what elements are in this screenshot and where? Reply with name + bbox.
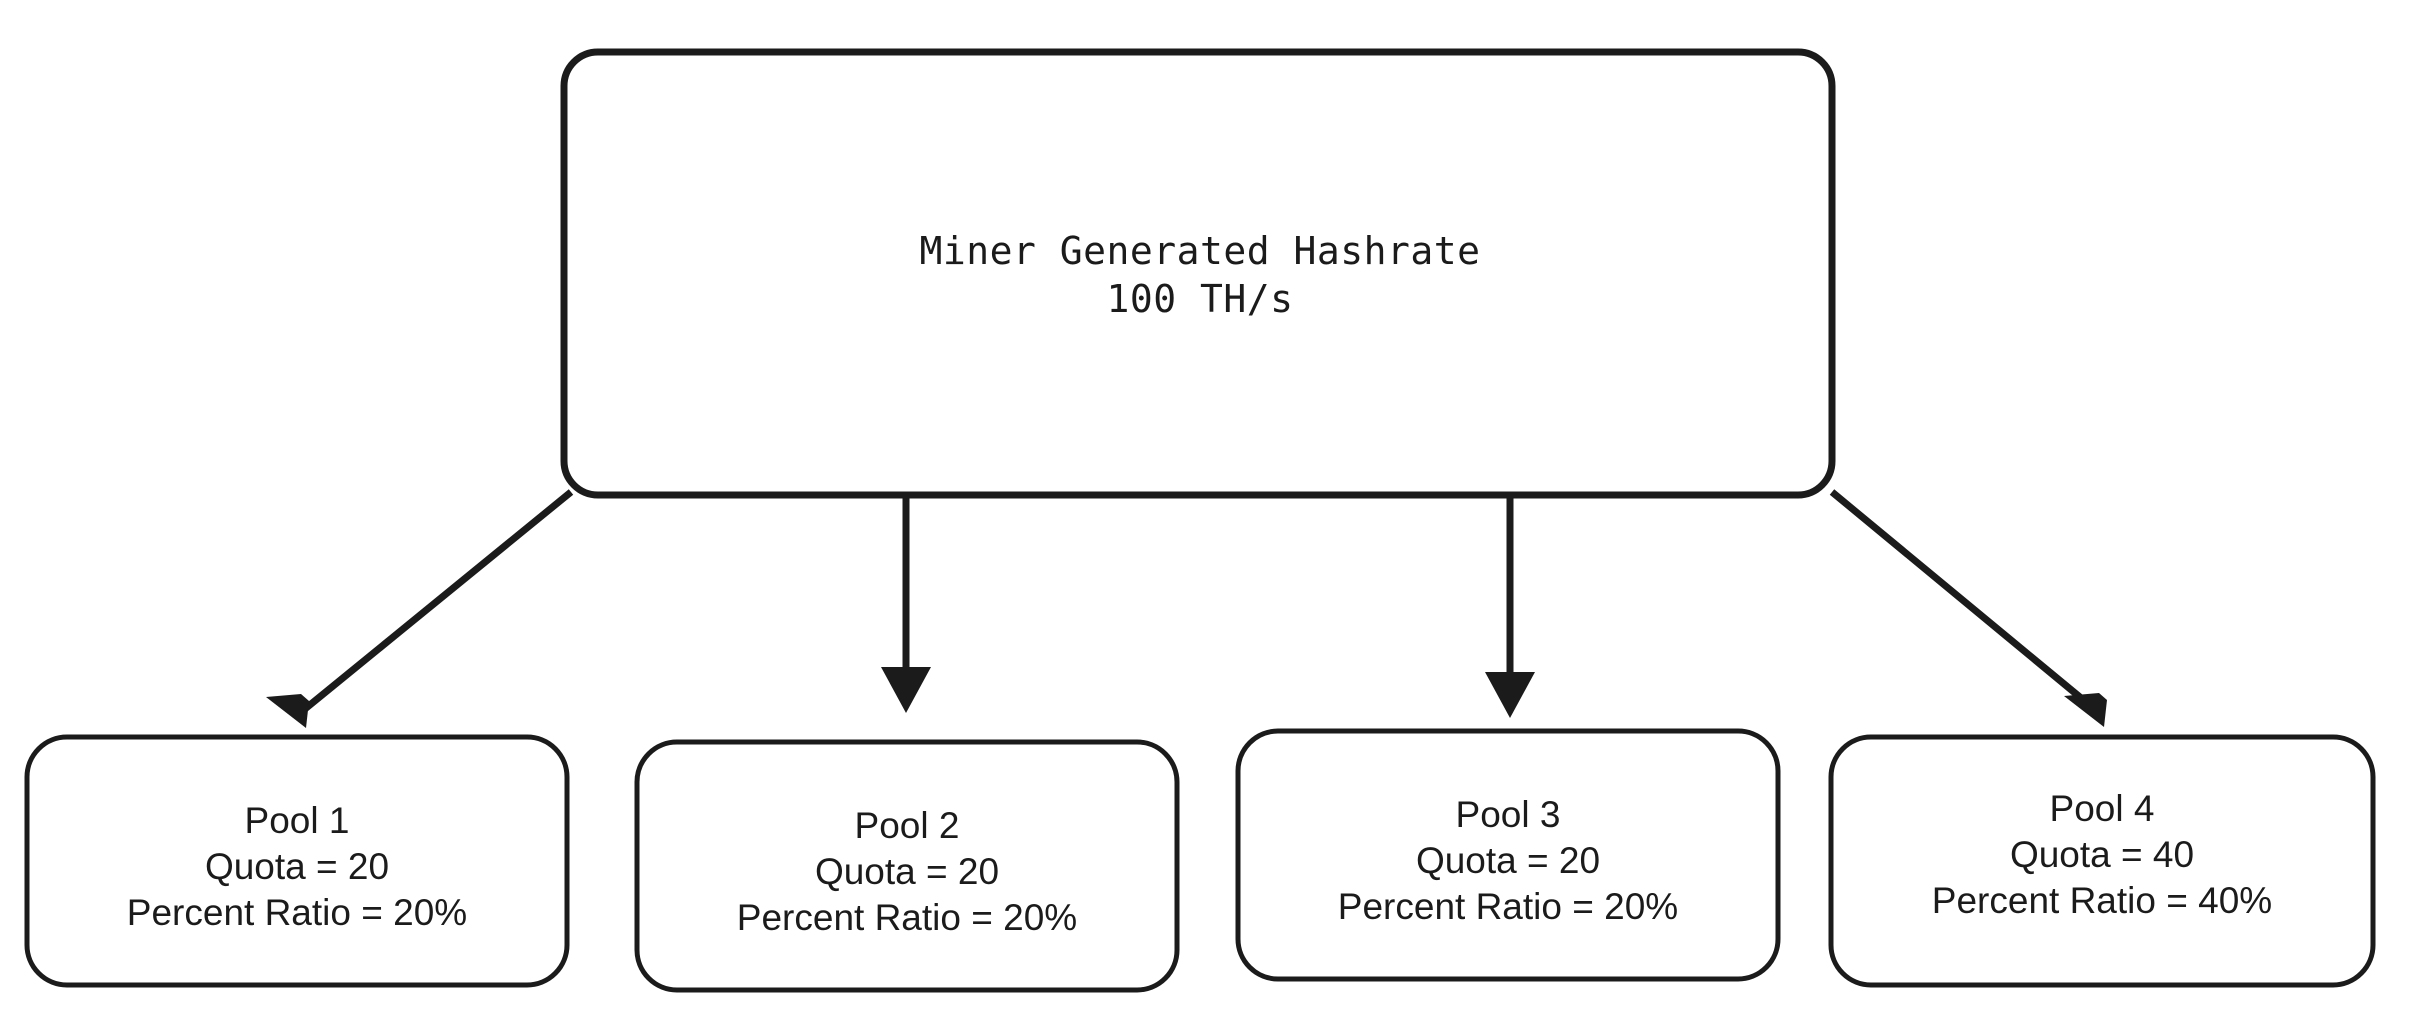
- arrow-head-pool-2: [881, 667, 931, 713]
- pool-1-box[interactable]: [24, 734, 570, 988]
- pool-node-4[interactable]: Pool 4 Quota = 40 Percent Ratio = 40%: [1828, 734, 2376, 988]
- pool-1-ratio: Percent Ratio = 20%: [127, 892, 467, 933]
- pool-4-name: Pool 4: [2050, 788, 2155, 829]
- pool-3-ratio: Percent Ratio = 20%: [1338, 886, 1678, 927]
- pool-2-quota: Quota = 20: [815, 851, 999, 892]
- root-node[interactable]: Miner Generated Hashrate 100 TH/s: [560, 48, 1836, 499]
- arrow-head-pool-1: [266, 694, 309, 728]
- pool-4-quota: Quota = 40: [2010, 834, 2194, 875]
- arrow-head-pool-4: [2064, 693, 2107, 727]
- pool-node-3[interactable]: Pool 3 Quota = 20 Percent Ratio = 20%: [1235, 728, 1781, 982]
- pool-1-quota: Quota = 20: [205, 846, 389, 887]
- pool-2-box[interactable]: [634, 739, 1180, 993]
- pool-3-name: Pool 3: [1456, 794, 1561, 835]
- pool-1-name: Pool 1: [245, 800, 350, 841]
- pool-2-ratio: Percent Ratio = 20%: [737, 897, 1077, 938]
- edge-root-to-pool-2: [881, 498, 931, 713]
- edge-root-to-pool-3: [1485, 498, 1535, 718]
- edge-line-pool-4: [1829, 489, 2101, 715]
- pool-node-1[interactable]: Pool 1 Quota = 20 Percent Ratio = 20%: [24, 734, 570, 988]
- pool-2-name: Pool 2: [855, 805, 960, 846]
- edge-group: [266, 489, 2107, 728]
- pool-3-box[interactable]: [1235, 728, 1781, 982]
- edge-line-pool-1: [297, 489, 574, 716]
- root-node-box[interactable]: [560, 48, 1836, 499]
- arrow-head-pool-3: [1485, 672, 1535, 718]
- root-node-hashrate: 100 TH/s: [1106, 277, 1293, 321]
- root-node-title: Miner Generated Hashrate: [919, 229, 1480, 273]
- edge-root-to-pool-1: [266, 489, 574, 728]
- pool-node-2[interactable]: Pool 2 Quota = 20 Percent Ratio = 20%: [634, 739, 1180, 993]
- pool-4-ratio: Percent Ratio = 40%: [1932, 880, 2272, 921]
- pool-3-quota: Quota = 20: [1416, 840, 1600, 881]
- pool-4-box[interactable]: [1828, 734, 2376, 988]
- edge-root-to-pool-4: [1829, 489, 2107, 727]
